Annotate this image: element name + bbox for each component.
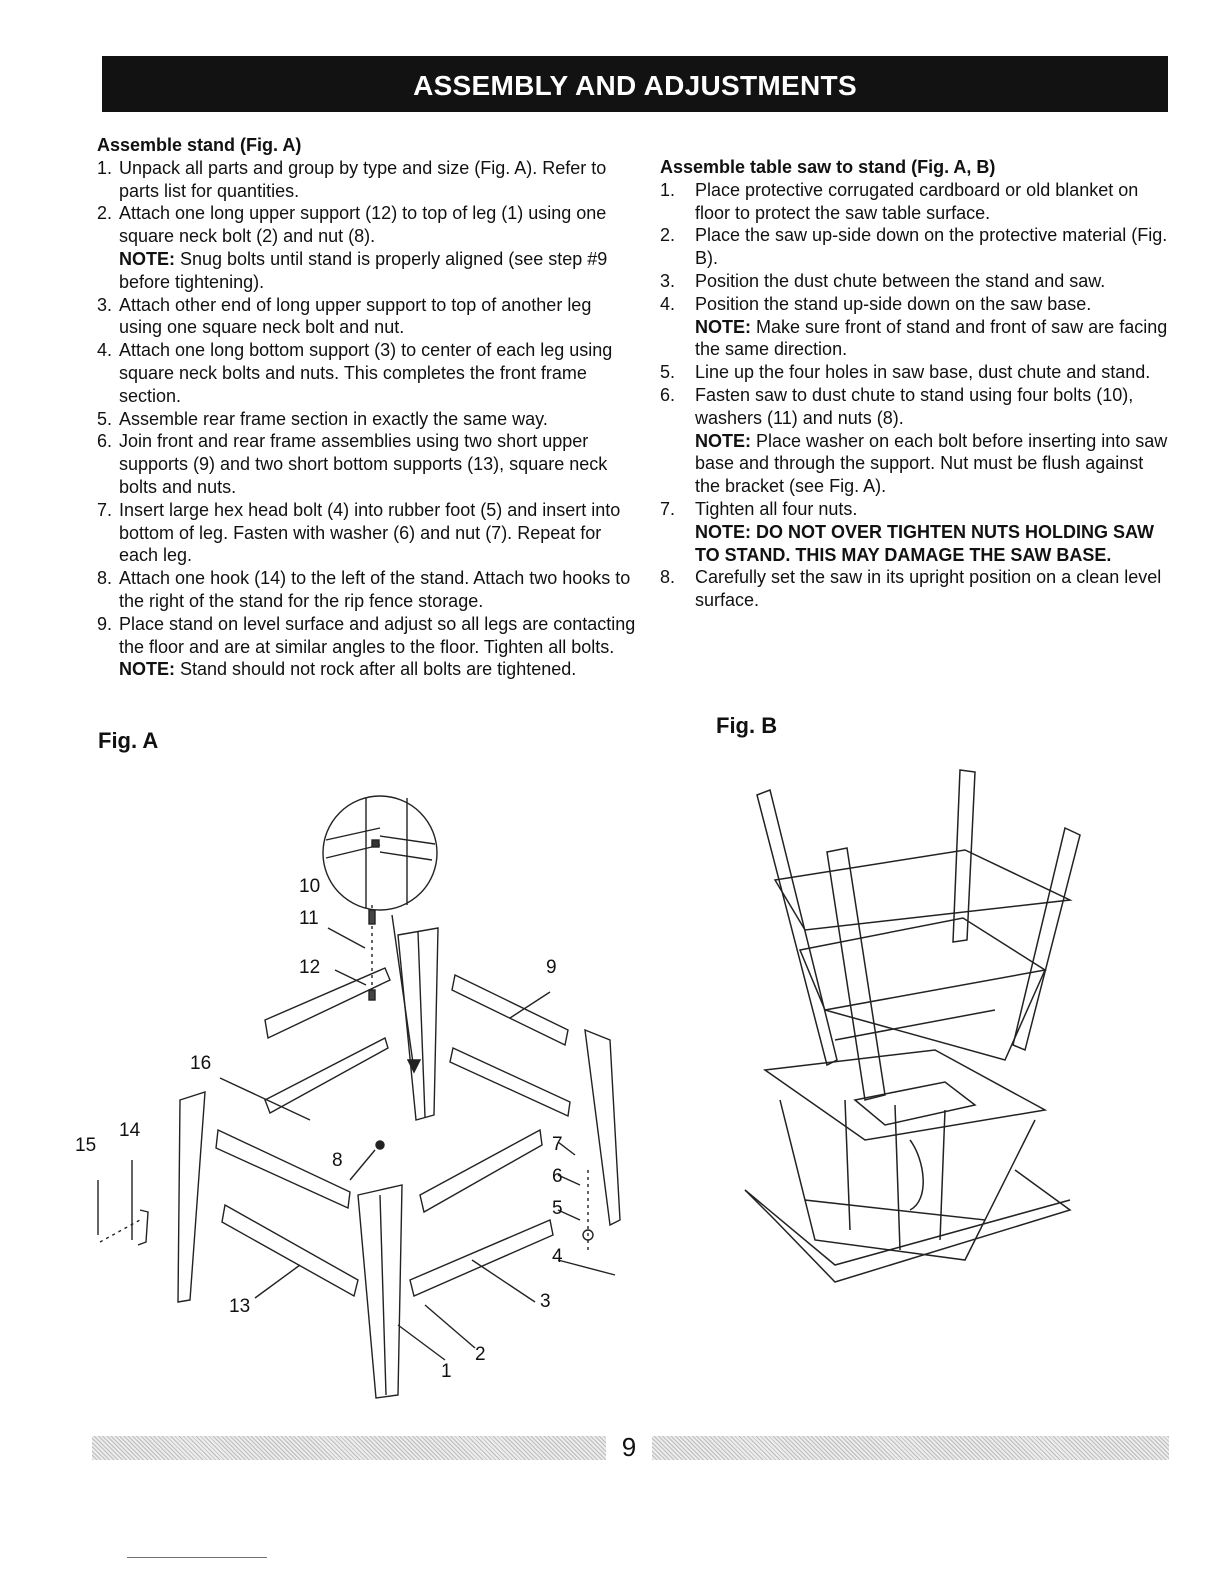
- fig-b-saw-on-stand-illustration: [744, 769, 1081, 1283]
- callout-number: 16: [190, 1053, 212, 1074]
- step-text: Insert large hex head bolt (4) into rubb…: [119, 499, 621, 566]
- warning-note: NOTE: DO NOT OVER TIGHTEN NUTS HOLDING S…: [695, 521, 1154, 565]
- section-heading: Assemble table saw to stand (Fig. A, B): [660, 157, 996, 177]
- callout-number: 15: [75, 1135, 97, 1156]
- callout-number: 12: [299, 957, 321, 978]
- callout-number: 13: [229, 1296, 251, 1317]
- section-title-banner: ASSEMBLY AND ADJUSTMENTS: [102, 56, 1168, 112]
- step-text: Fasten saw to dust chute to stand using …: [695, 384, 1134, 428]
- note-label: NOTE:: [695, 430, 751, 451]
- note-text: Snug bolts until stand is properly align…: [119, 248, 608, 292]
- callout-number: 11: [299, 908, 319, 929]
- step-text: Position the dust chute between the stan…: [695, 270, 1106, 291]
- callout-number: 7: [552, 1134, 563, 1155]
- callout-number: 5: [552, 1198, 563, 1219]
- step-text: Attach one hook (14) to the left of the …: [119, 568, 631, 611]
- step-item: 6. Fasten saw to dust chute to stand usin…: [660, 384, 1170, 498]
- step-number: 7.: [97, 499, 113, 520]
- note-label: NOTE:: [119, 248, 175, 269]
- step-text: Place the saw up-side down on the protec…: [695, 225, 1168, 269]
- step-item: 2. Place the saw up-side down on the prot…: [660, 224, 1170, 270]
- step-number: 1.: [660, 179, 676, 200]
- note-text: Place washer on each bolt before inserti…: [695, 430, 1168, 497]
- step-item: 4. Position the stand up-side down on the…: [660, 293, 1170, 361]
- step-text: Attach one long upper support (12) to to…: [119, 203, 607, 247]
- fig-a-stand-exploded-diagram: [97, 795, 621, 1399]
- step-item: 4. Attach one long bottom support (3) to …: [97, 339, 637, 407]
- step-item: 8. Carefully set the saw in its upright p…: [660, 566, 1170, 612]
- callout-number: 8: [332, 1150, 343, 1171]
- fig-a-label: Fig. A: [98, 728, 159, 753]
- step-number: 6.: [97, 431, 113, 452]
- step-item: 3. Attach other end of long upper support…: [97, 294, 637, 340]
- step-text: Position the stand up-side down on the s…: [695, 293, 1092, 314]
- step-text: Attach one long bottom support (3) to ce…: [119, 340, 613, 406]
- footer-decoration-left: [92, 1436, 606, 1460]
- note-text: Make sure front of stand and front of sa…: [695, 316, 1168, 360]
- callout-number: 10: [299, 876, 321, 897]
- callout-number: 14: [119, 1120, 141, 1141]
- step-item: 6. Join front and rear frame assemblies u…: [97, 430, 637, 498]
- assemble-saw-section: Assemble table saw to stand (Fig. A, B) …: [660, 156, 1170, 612]
- step-text: Carefully set the saw in its upright pos…: [695, 567, 1162, 611]
- note-text: Stand should not rock after all bolts ar…: [175, 659, 577, 680]
- assemble-stand-section: Assemble stand (Fig. A) 1. Unpack all par…: [97, 134, 637, 681]
- step-item: 3. Position the dust chute between the st…: [660, 270, 1170, 293]
- step-number: 1.: [97, 157, 113, 178]
- step-item: 9. Place stand on level surface and adjus…: [97, 613, 637, 681]
- step-item: 1. Place protective corrugated cardboard …: [660, 179, 1170, 225]
- step-item: 7. Insert large hex head bolt (4) into ru…: [97, 499, 637, 567]
- step-number: 3.: [660, 270, 676, 291]
- step-number: 2.: [97, 203, 113, 224]
- step-text: Assemble rear frame section in exactly t…: [119, 408, 548, 429]
- step-number: 7.: [660, 498, 676, 519]
- step-item: 5. Assemble rear frame section in exactly…: [97, 408, 637, 431]
- step-text: Attach other end of long upper support t…: [119, 294, 592, 338]
- step-number: 8.: [660, 567, 676, 588]
- step-item: 2. Attach one long upper support (12) to …: [97, 202, 637, 293]
- step-number: 4.: [97, 340, 113, 361]
- step-text: Join front and rear frame assemblies usi…: [119, 431, 608, 497]
- step-number: 8.: [97, 568, 113, 589]
- step-item: 8. Attach one hook (14) to the left of th…: [97, 567, 637, 613]
- divider-line: [127, 1557, 267, 1558]
- step-text: Unpack all parts and group by type and s…: [119, 157, 607, 201]
- step-text: Place protective corrugated cardboard or…: [695, 179, 1139, 223]
- step-text: Line up the four holes in saw base, dust…: [695, 362, 1151, 383]
- callout-number: 9: [546, 957, 557, 978]
- note-label: NOTE:: [695, 316, 751, 337]
- footer-decoration-right: [652, 1436, 1169, 1460]
- note-label: NOTE:: [119, 659, 175, 680]
- callout-number: 4: [552, 1246, 563, 1267]
- page-number: 9: [621, 1432, 637, 1462]
- callout-number: 3: [540, 1291, 551, 1312]
- step-number: 2.: [660, 225, 676, 246]
- callout-number: 2: [475, 1344, 486, 1365]
- step-item: 5. Line up the four holes in saw base, du…: [660, 361, 1170, 384]
- fig-b-label: Fig. B: [716, 713, 778, 738]
- step-number: 5.: [660, 362, 676, 383]
- step-item: 7. Tighten all four nuts.NOTE: DO NOT OVE…: [660, 498, 1170, 566]
- step-item: 1. Unpack all parts and group by type and…: [97, 157, 637, 203]
- step-number: 6.: [660, 384, 676, 405]
- step-number: 3.: [97, 294, 113, 315]
- step-number: 5.: [97, 408, 113, 429]
- callout-number: 6: [552, 1166, 563, 1187]
- callout-number: 1: [441, 1361, 452, 1382]
- section-heading: Assemble stand (Fig. A): [97, 135, 302, 155]
- step-text: Tighten all four nuts.: [695, 498, 858, 519]
- step-text: Place stand on level surface and adjust …: [119, 613, 636, 657]
- step-number: 9.: [97, 613, 113, 634]
- step-number: 4.: [660, 293, 676, 314]
